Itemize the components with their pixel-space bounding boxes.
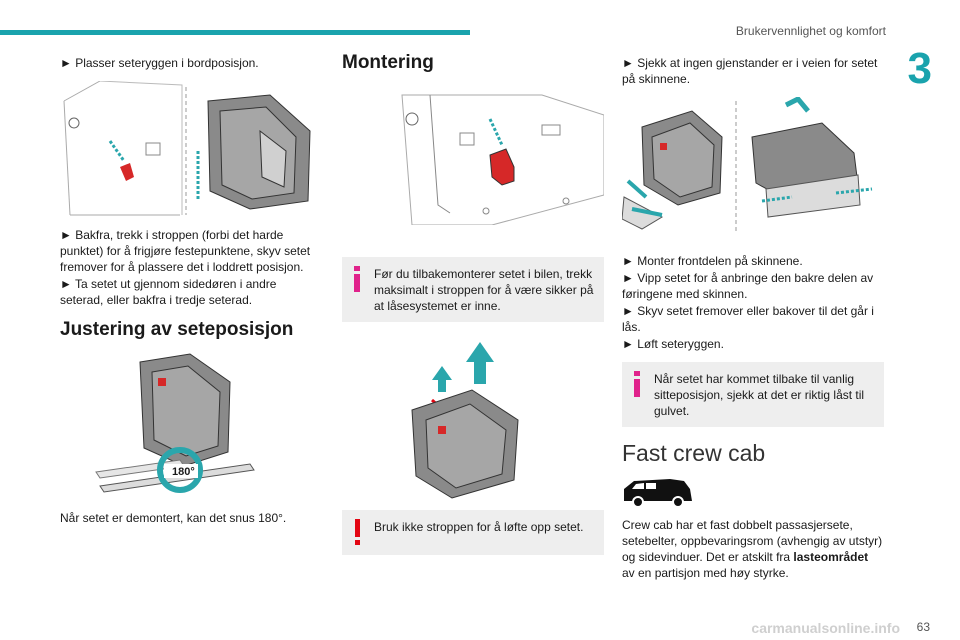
van-icon (622, 475, 884, 509)
instruction-raise-back: ► Løft seteryggen. (622, 337, 724, 351)
watermark: carmanualsonline.info (751, 620, 900, 636)
figure-lock-mechanism (342, 85, 605, 226)
instruction-mount-front: ► Monter frontdelen på skinnene. (622, 254, 803, 268)
page-number: 63 (916, 620, 930, 634)
info-note-text: Når setet har kommet tilbake til vanlig … (654, 372, 865, 418)
heading-justering: Justering av seteposisjon (60, 319, 294, 340)
info-note-text: Før du tilbakemonterer setet i bilen, tr… (374, 267, 594, 313)
chapter-number: 3 (907, 44, 932, 93)
info-note-locked: Når setet har kommet tilbake til vanlig … (622, 362, 884, 427)
rotation-label: 180° (172, 466, 195, 478)
instruction-2: ► Bakfra, trekk i stroppen (forbi det ha… (60, 228, 311, 274)
seat-rotation-illustration (95, 353, 255, 493)
figure-strap-release (60, 80, 322, 221)
crew-cab-description: Crew cab har et fast dobbelt passasjerse… (622, 518, 883, 580)
instruction-3: ► Ta setet ut gjennom sidedøren i andre … (60, 277, 277, 307)
rail-mounting-illustration (621, 95, 873, 233)
figure-rail-mounting (621, 95, 884, 237)
figure-seat-rotation: 180° (60, 352, 322, 502)
header-title: Brukervennlighet og komfort (735, 24, 886, 38)
info-icon (632, 371, 642, 397)
column-2: Montering Før du tilbakemonterer setet i… (342, 52, 605, 573)
lock-mechanism-illustration (401, 94, 605, 226)
instruction-check-rails: ► Sjekk at ingen gjenstander er i veien … (622, 56, 878, 86)
instruction-1: ► Plasser seteryggen i bordposisjon. (60, 56, 259, 70)
seat-lift-illustration (411, 342, 519, 499)
instruction-4: Når setet er demontert, kan det snus 180… (60, 511, 287, 525)
header-accent-bar (0, 30, 470, 35)
van-silhouette-icon (624, 479, 692, 508)
info-icon (352, 266, 362, 292)
heading-fast-crew-cab: Fast crew cab (622, 440, 766, 466)
warning-note-text: Bruk ikke stroppen for å løfte opp setet… (374, 520, 584, 534)
column-1: ► Plasser seteryggen i bordposisjon. ► B… (60, 55, 322, 527)
figure-seat-lift (342, 340, 604, 500)
instruction-slide-seat: ► Skyv setet fremover eller bakover til … (622, 304, 874, 334)
warning-note-strap: Bruk ikke stroppen for å løfte opp setet… (342, 510, 604, 555)
instruction-tilt-seat: ► Vipp setet for å anbringe den bakre de… (622, 271, 874, 301)
heading-montering: Montering (342, 52, 434, 73)
column-3: ► Sjekk at ingen gjenstander er i veien … (621, 55, 884, 582)
warning-icon (352, 519, 362, 545)
seat-removal-illustration (63, 80, 311, 216)
info-note-strap: Før du tilbakemonterer setet i bilen, tr… (342, 257, 604, 322)
